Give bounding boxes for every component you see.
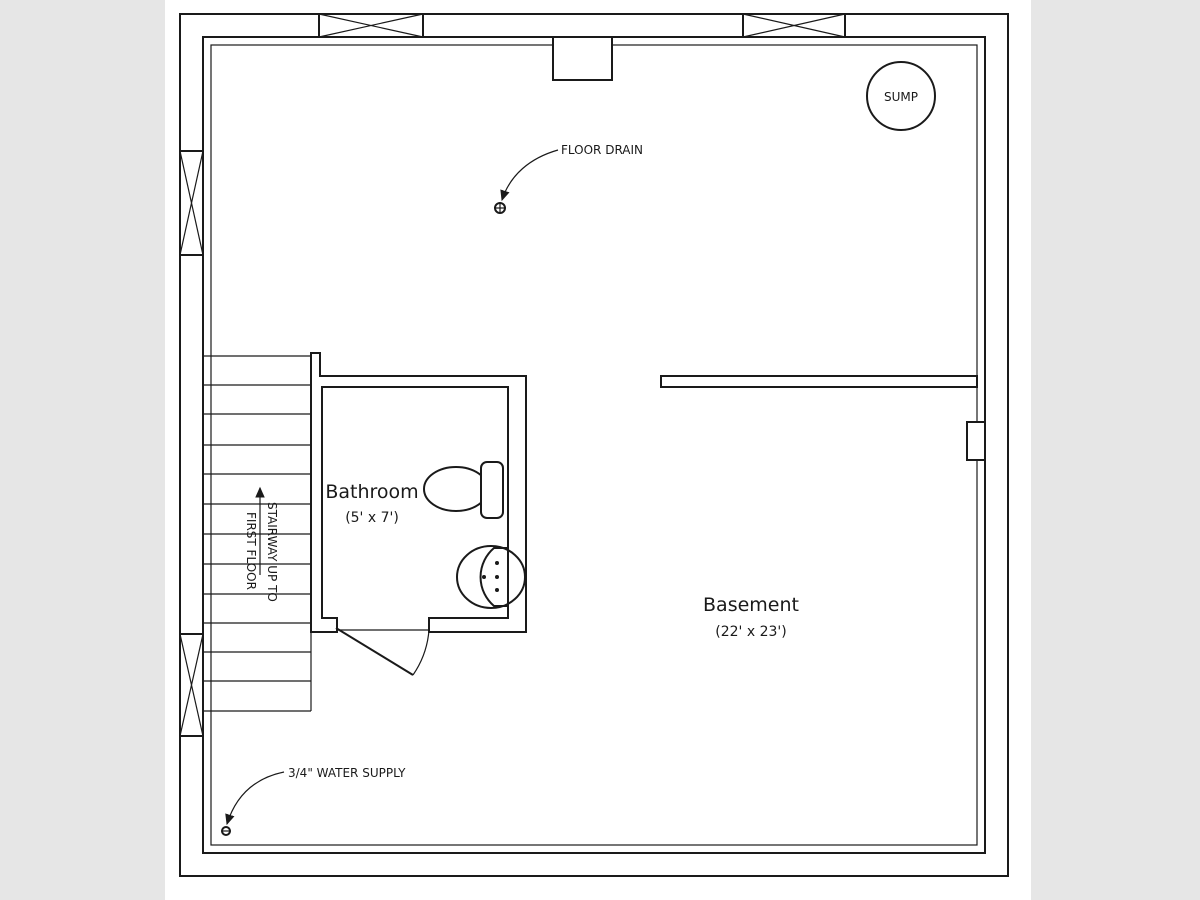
- floor-drain-icon: [494, 202, 506, 214]
- stairway-label-line2: FIRST FLOOR: [244, 512, 258, 590]
- partition-wall: [660, 375, 978, 388]
- basement-name: Basement: [703, 594, 799, 616]
- toilet-icon: [423, 461, 504, 519]
- window-top-left: [318, 13, 424, 38]
- window-top-right: [742, 13, 846, 38]
- drawing-sheet: [165, 0, 1031, 900]
- stairway: [203, 355, 312, 712]
- bathroom-dimensions: (5' x 7'): [345, 510, 399, 526]
- floor-drain-leader: [500, 149, 559, 202]
- window-left-lower: [179, 633, 204, 737]
- water-supply-leader: [225, 771, 285, 826]
- basement-dimensions: (22' x 23'): [715, 624, 786, 640]
- exterior-wall-outer: [179, 13, 1009, 877]
- chimney-block: [552, 36, 613, 81]
- sump-pit: [866, 61, 936, 131]
- bathroom-walls: [310, 352, 527, 633]
- wall-notch-right: [966, 421, 986, 461]
- window-left-upper: [179, 150, 204, 256]
- stairway-label-line1: STAIRWAY UP TO: [265, 502, 279, 602]
- water-supply-icon: [221, 826, 231, 836]
- bathroom-name: Bathroom: [325, 481, 418, 503]
- floor-drain-label: FLOOR DRAIN: [561, 143, 643, 157]
- interior-slab-line: [210, 44, 978, 846]
- bathroom-door: [335, 627, 430, 676]
- water-supply-label: 3/4" WATER SUPPLY: [288, 766, 406, 780]
- sink-icon: [456, 545, 526, 609]
- sump-label: SUMP: [884, 90, 918, 104]
